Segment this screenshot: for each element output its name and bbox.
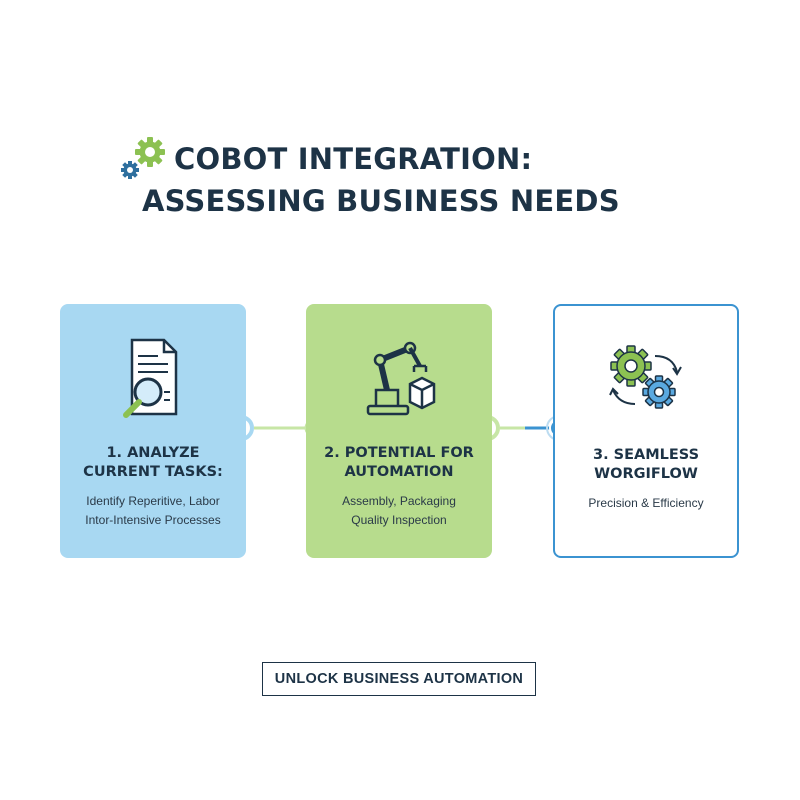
step-card-automation: 2. POTENTIAL FOR AUTOMATION Assembly, Pa… xyxy=(306,304,492,558)
step-1-description: Identify Reperitive, Labor Intor-Intensi… xyxy=(85,494,221,527)
step-3-heading: 3. SEAMLESS WORGIFLOW xyxy=(592,447,700,482)
step-2-description: Assembly, Packaging Quality Inspection xyxy=(342,494,456,527)
gears-cycle-icon xyxy=(609,345,682,409)
unlock-automation-button[interactable]: UNLOCK BUSINESS AUTOMATION xyxy=(262,662,536,696)
document-magnifier-icon xyxy=(123,338,178,418)
gears-icon xyxy=(121,137,165,179)
step-3-description: Precision & Efficiency xyxy=(588,496,704,510)
page-title-line-1: COBOT INTEGRATION: xyxy=(174,142,533,176)
step-2-heading: 2. POTENTIAL FOR AUTOMATION xyxy=(324,445,474,480)
page-title-line-2: ASSESSING BUSINESS NEEDS xyxy=(142,184,620,218)
step-1-heading: 1. ANALYZE CURRENT TASKS: xyxy=(83,445,223,480)
robot-arm-icon xyxy=(366,341,436,416)
step-card-workflow: 3. SEAMLESS WORGIFLOW Precision & Effici… xyxy=(553,304,739,558)
step-card-analyze: 1. ANALYZE CURRENT TASKS: Identify Reper… xyxy=(60,304,246,558)
